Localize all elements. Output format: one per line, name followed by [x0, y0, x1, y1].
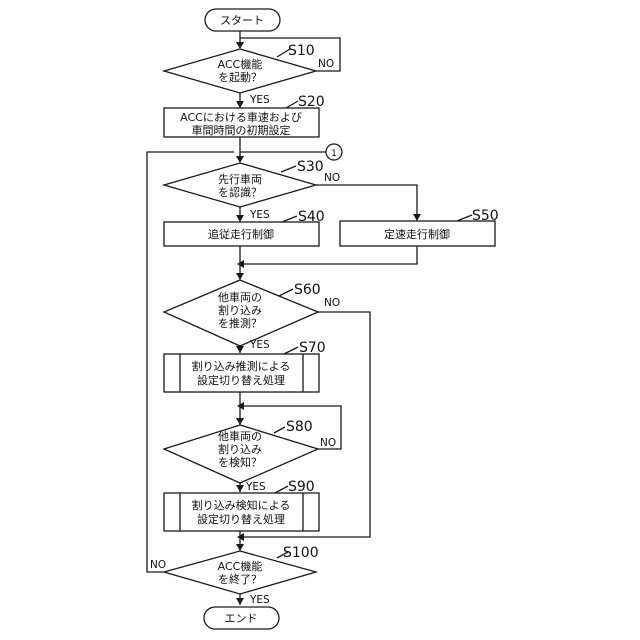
s60-no-label: NO: [324, 297, 340, 309]
s30-text-line2: を認識？: [218, 185, 262, 199]
decision-s100: ACC機能 を終了？ S100 NO YES: [150, 545, 319, 606]
s50-step-label: S50: [472, 208, 499, 224]
end-terminal: エンド: [204, 607, 279, 629]
s80-text-line3: を検知？: [218, 455, 262, 469]
process-s70: 割り込み推測による 設定切り替え処理 S70: [164, 340, 326, 392]
s90-step-label: S90: [288, 479, 315, 495]
s20-text-line1: ACCにおける車速および: [180, 110, 302, 124]
s70-step-label: S70: [299, 340, 326, 356]
end-label: エンド: [225, 612, 258, 625]
s60-text-line1: 他車両の: [218, 290, 262, 304]
s20-text-line2: 車間時間の初期設定: [192, 123, 291, 137]
s100-step-label: S100: [283, 545, 319, 561]
s80-text-line1: 他車両の: [218, 429, 262, 443]
s60-step-label: S60: [294, 282, 321, 298]
s80-yes-label: YES: [245, 481, 266, 493]
s10-yes-label: YES: [249, 94, 270, 106]
s30-step-label: S30: [297, 159, 324, 175]
start-label: スタート: [220, 14, 264, 27]
s70-text-line2: 設定切り替え処理: [197, 373, 285, 387]
s30-no-label: NO: [324, 172, 340, 184]
s10-no-label: NO: [318, 58, 334, 70]
s90-text-line2: 設定切り替え処理: [197, 512, 285, 526]
s100-no-label: NO: [150, 559, 166, 571]
process-s40: 追従走行制御 S40: [164, 209, 325, 246]
s10-text-line1: ACC機能: [218, 57, 263, 71]
s100-text-line2: を終了？: [218, 572, 262, 586]
s10-text-line2: を起動？: [218, 70, 262, 84]
s80-text-line2: 割り込み: [218, 442, 262, 456]
s100-yes-label: YES: [249, 594, 270, 606]
s50-text: 定速走行制御: [384, 227, 450, 241]
s60-text-line3: を推測？: [218, 316, 262, 330]
s80-step-label: S80: [286, 419, 313, 435]
s30-yes-label: YES: [249, 209, 270, 221]
s40-text: 追従走行制御: [208, 227, 274, 241]
process-s20: ACCにおける車速および 車間時間の初期設定 S20: [164, 94, 325, 137]
connector-1: 1: [326, 144, 342, 160]
s60-text-line2: 割り込み: [218, 303, 262, 317]
s80-no-label: NO: [320, 437, 336, 449]
s90-text-line1: 割り込み検知による: [192, 498, 291, 512]
s30-text-line1: 先行車両: [218, 172, 262, 186]
connector-label: 1: [331, 149, 337, 159]
s60-yes-label: YES: [249, 339, 270, 351]
s100-text-line1: ACC機能: [218, 559, 263, 573]
process-s50: 定速走行制御 S50: [340, 208, 499, 246]
s40-step-label: S40: [298, 209, 325, 225]
s20-step-label: S20: [298, 94, 325, 110]
s70-text-line1: 割り込み推測による: [192, 359, 291, 373]
start-terminal: スタート: [205, 9, 280, 31]
s10-step-label: S10: [288, 43, 315, 59]
